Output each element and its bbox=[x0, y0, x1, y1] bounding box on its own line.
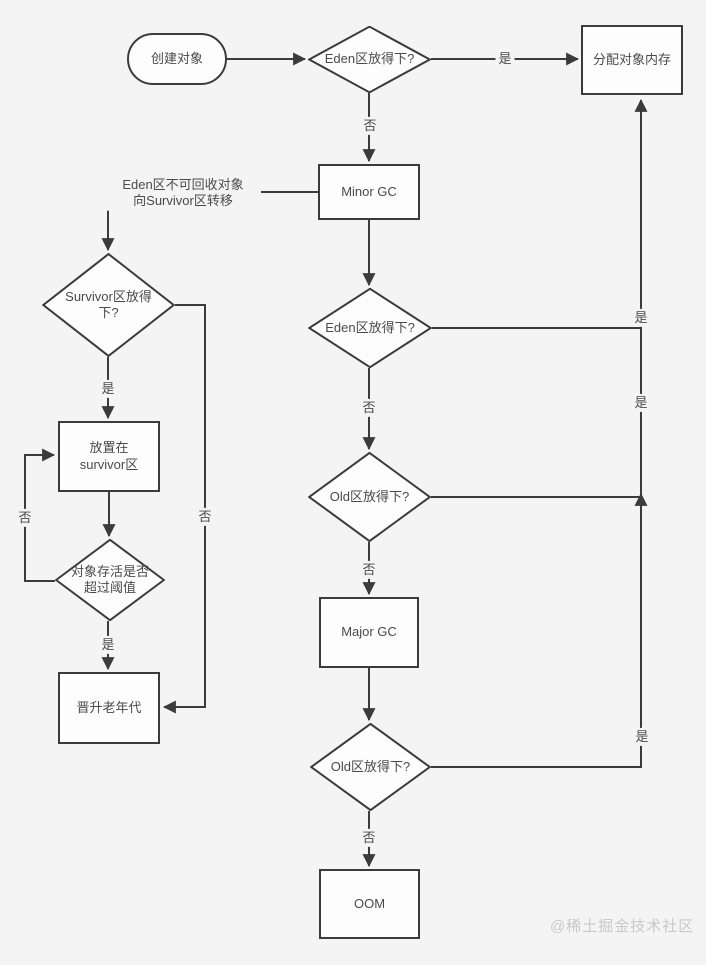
node-label: Eden区放得下? bbox=[325, 319, 415, 335]
edge-label-transfer: Eden区不可回收对象 向Survivor区转移 bbox=[105, 175, 261, 211]
node-promote-old-generation: 晋升老年代 bbox=[58, 672, 160, 744]
watermark: @稀土掘金技术社区 bbox=[550, 918, 695, 935]
edge-label-old1-no: 否 bbox=[359, 560, 379, 580]
node-label: 对象存活是否超过阈值 bbox=[70, 563, 149, 595]
node-allocate-object-memory: 分配对象内存 bbox=[581, 25, 683, 95]
node-oom: OOM bbox=[319, 869, 420, 939]
edge-label-threshold-yes: 是 bbox=[98, 635, 118, 655]
diamond-shape bbox=[310, 723, 431, 811]
node-survive-threshold-decision: 对象存活是否超过阈值 bbox=[55, 539, 165, 621]
diamond-shape bbox=[308, 452, 431, 542]
node-old-fit-decision-2: Old区放得下? bbox=[310, 723, 431, 811]
node-label: Old区放得下? bbox=[329, 488, 410, 504]
edge-label-eden1-no: 否 bbox=[360, 116, 380, 136]
edge-label-eden2-no: 否 bbox=[359, 398, 379, 418]
edge-label-old2-no: 否 bbox=[359, 828, 379, 848]
node-eden-fit-decision-2: Eden区放得下? bbox=[308, 288, 432, 368]
node-survivor-fit-decision: Survivor区放得下? bbox=[42, 253, 175, 357]
edge-label-threshold-no: 否 bbox=[15, 508, 35, 528]
diamond-shape bbox=[55, 539, 165, 621]
node-label: Eden区放得下? bbox=[324, 51, 415, 67]
node-label: 晋升老年代 bbox=[76, 699, 142, 715]
node-label: 创建对象 bbox=[150, 50, 203, 66]
diamond-shape bbox=[308, 26, 431, 93]
node-label: Old区放得下? bbox=[330, 758, 411, 774]
node-place-in-survivor: 放置在survivor区 bbox=[58, 421, 160, 492]
node-label: Survivor区放得下? bbox=[65, 288, 152, 320]
node-old-fit-decision-1: Old区放得下? bbox=[308, 452, 431, 542]
node-label: 放置在survivor区 bbox=[79, 440, 139, 472]
edge-label-transfer-line1: Eden区不可回收对象 bbox=[122, 176, 244, 192]
node-label: 分配对象内存 bbox=[592, 51, 671, 67]
edge-label-eden2-yes: 是 bbox=[631, 308, 651, 328]
node-eden-fit-decision-1: Eden区放得下? bbox=[308, 26, 431, 93]
node-major-gc: Major GC bbox=[319, 597, 419, 668]
node-label: Minor GC bbox=[341, 183, 397, 199]
edge-label-old2-yes: 是 bbox=[632, 727, 652, 747]
edge-label-old1-yes: 是 bbox=[631, 393, 651, 413]
diamond-shape bbox=[42, 253, 175, 357]
edge-label-transfer-line2: 向Survivor区转移 bbox=[133, 193, 233, 208]
node-create-object: 创建对象 bbox=[127, 33, 227, 85]
edge-label-survivor-yes: 是 bbox=[98, 379, 118, 399]
node-minor-gc: Minor GC bbox=[318, 164, 420, 220]
diamond-shape bbox=[308, 288, 432, 368]
edge-label-eden1-yes: 是 bbox=[495, 49, 515, 69]
node-label: Major GC bbox=[341, 624, 397, 640]
edge-label-survivor-no: 否 bbox=[195, 507, 215, 527]
node-label: OOM bbox=[353, 895, 386, 911]
